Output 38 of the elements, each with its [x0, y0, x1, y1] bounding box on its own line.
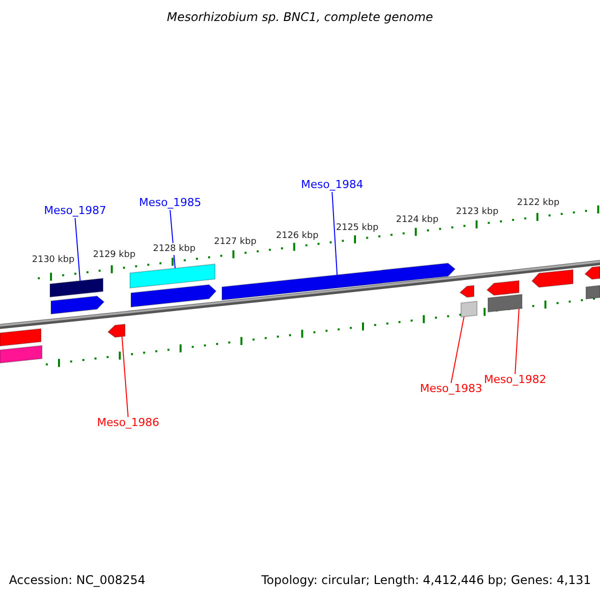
gene-label: Meso_1984 — [301, 179, 364, 191]
tick-label: 2122 kbp — [517, 197, 560, 209]
genome-info-text: Topology: circular; Length: 4,412,446 bp; Genes: 4,131 — [261, 574, 591, 586]
leader-line — [122, 336, 129, 418]
tick-label: 2127 kbp — [214, 236, 256, 248]
tick-label: 2123 kbp — [456, 206, 498, 218]
gene-feature — [50, 296, 105, 315]
gene-bar — [130, 264, 216, 289]
gene-bar — [460, 300, 478, 318]
gene-bar — [586, 284, 600, 300]
gene-label: Meso_1985 — [139, 197, 202, 209]
tick-label: 2130 kbp — [32, 254, 74, 266]
gene-feature — [531, 269, 574, 288]
title: Mesorhizobium sp. BNC1, complete genome — [166, 11, 434, 23]
tick-label: 2128 kbp — [153, 243, 196, 255]
leader-line — [450, 316, 464, 384]
gene-feature — [107, 324, 126, 338]
gene-label: Meso_1982 — [484, 374, 546, 386]
gene-bar — [50, 278, 104, 298]
gene-label: Meso_1986 — [97, 417, 160, 429]
gene-label: Meso_1987 — [44, 205, 106, 217]
accession-text: Accession: NC_008254 — [9, 574, 146, 586]
gene-label: Meso_1983 — [420, 383, 482, 395]
leader-line — [332, 192, 338, 276]
leader-line — [514, 308, 520, 374]
gene-feature — [486, 280, 520, 296]
tick-label: 2125 kbp — [336, 222, 378, 234]
gene-bar — [0, 345, 42, 364]
gene-feature — [130, 284, 217, 308]
tick-label: 2129 kbp — [93, 249, 136, 261]
gene-feature — [459, 284, 474, 298]
gene-feature — [222, 262, 456, 301]
tick-label: 2126 kbp — [276, 230, 318, 242]
gene-feature — [584, 266, 600, 280]
leader-line — [74, 218, 81, 282]
gene-bar — [488, 294, 522, 313]
tick-label: 2124 kbp — [396, 214, 438, 226]
gene-bar — [0, 328, 42, 347]
